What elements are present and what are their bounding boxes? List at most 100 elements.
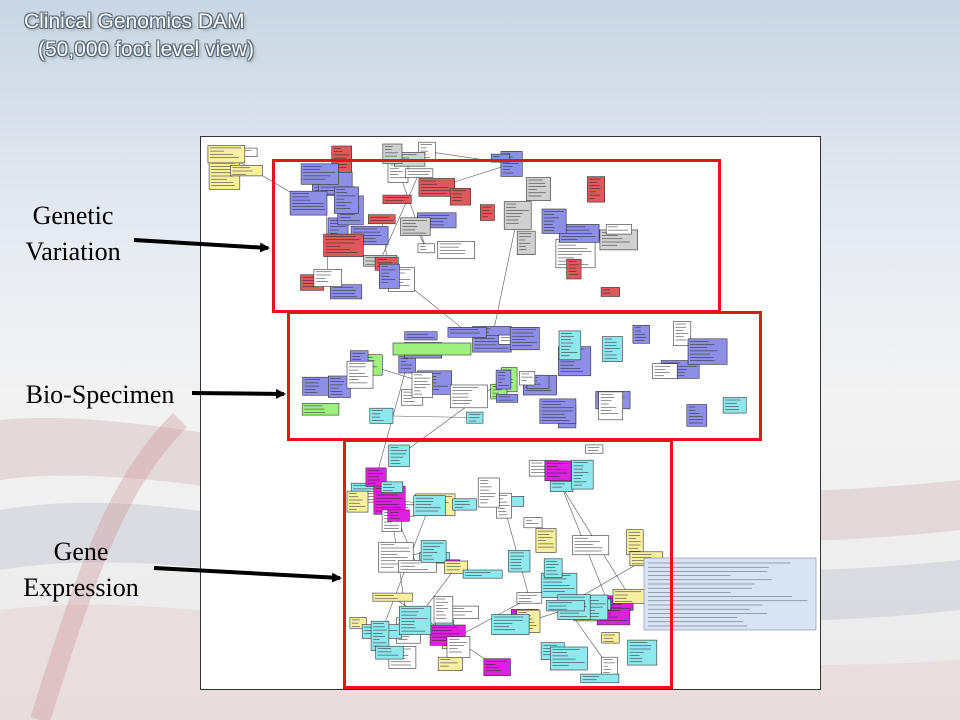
class-box [491, 614, 530, 636]
class-box [349, 617, 367, 629]
class-box [516, 230, 536, 255]
class-box [398, 560, 437, 573]
class-box [207, 145, 246, 164]
class-box [632, 325, 650, 344]
class-box [289, 190, 328, 216]
slide-title: Clinical Genomics DAM (50,000 foot level… [24, 8, 254, 64]
title-line-2: (50,000 foot level view) [38, 38, 254, 61]
class-box [452, 498, 477, 511]
label-gene-expression-line-1: Gene [53, 537, 109, 566]
class-box [346, 490, 369, 513]
class-box [722, 397, 747, 414]
class-box [382, 143, 403, 164]
class-box [544, 460, 572, 481]
class-box [437, 656, 463, 672]
class-box [379, 263, 400, 289]
class-box [526, 177, 551, 201]
class-box [477, 477, 500, 508]
class-box [496, 394, 519, 403]
class-box [313, 269, 342, 287]
class-box [571, 459, 594, 490]
class-box [466, 411, 484, 424]
class-box [566, 258, 582, 280]
class-box [382, 194, 412, 204]
uml-model-diagram [200, 136, 821, 690]
class-box [444, 560, 468, 574]
class-box [405, 168, 434, 178]
class-box [330, 284, 363, 300]
uml-class-graph [207, 141, 817, 684]
class-box [328, 375, 351, 398]
class-box [558, 330, 582, 361]
label-gene-expression: Gene Expression [8, 534, 154, 606]
class-box [686, 404, 708, 427]
class-box [483, 658, 511, 677]
class-box [417, 243, 435, 254]
class-box [585, 444, 604, 454]
class-box [598, 391, 624, 421]
class-box [404, 331, 438, 341]
class-box [508, 550, 531, 573]
class-box [652, 363, 678, 379]
association-line [379, 173, 420, 261]
label-bio-specimen: Bio-Specimen [25, 380, 175, 409]
class-box [368, 214, 396, 225]
class-box [462, 569, 503, 579]
title-line-1: Clinical Genomics DAM [24, 10, 245, 33]
class-box [503, 201, 532, 230]
class-box [479, 204, 495, 221]
association-line [381, 415, 475, 418]
class-box [346, 360, 374, 389]
class-box [546, 599, 585, 612]
class-box [387, 509, 410, 522]
class-box [601, 632, 620, 644]
class-box [392, 342, 472, 356]
class-box [446, 636, 471, 658]
class-box [673, 321, 692, 346]
class-box [418, 178, 455, 197]
class-box [437, 241, 475, 259]
class-box [600, 287, 621, 297]
class-box [447, 327, 487, 338]
class-box [543, 558, 563, 578]
class-box [558, 224, 600, 243]
class-box [399, 605, 432, 635]
class-box [413, 495, 446, 517]
class-box [370, 620, 390, 651]
region-genetic-variation [272, 159, 721, 313]
class-box [572, 535, 610, 556]
label-genetic-variation-line-2: Variation [25, 237, 121, 266]
class-box [372, 592, 413, 602]
class-box [509, 327, 540, 351]
class-box [516, 592, 543, 604]
class-box [301, 403, 340, 416]
region-bio-specimen [287, 311, 762, 441]
class-box [449, 187, 471, 206]
class-box [411, 372, 433, 398]
class-box [626, 529, 644, 556]
class-box [550, 646, 588, 671]
label-genetic-variation-line-1: Genetic [32, 201, 114, 230]
class-box [323, 233, 364, 257]
class-box [369, 407, 394, 424]
class-box [300, 163, 339, 185]
class-box [450, 384, 488, 409]
class-box [523, 517, 543, 529]
association-line [491, 215, 518, 340]
region-gene-expression [343, 439, 673, 689]
label-genetic-variation: Genetic Variation [10, 198, 136, 270]
class-box [433, 596, 454, 624]
class-box [229, 164, 263, 177]
class-box [535, 528, 557, 553]
class-box [580, 673, 620, 684]
class-box [380, 481, 404, 493]
class-box [388, 444, 410, 467]
class-box [627, 639, 658, 666]
class-box [602, 336, 623, 363]
class-box [518, 371, 536, 386]
class-box [495, 369, 512, 390]
class-box [687, 338, 728, 365]
class-box [400, 217, 431, 236]
class-box [375, 645, 404, 660]
class-box [587, 176, 605, 203]
